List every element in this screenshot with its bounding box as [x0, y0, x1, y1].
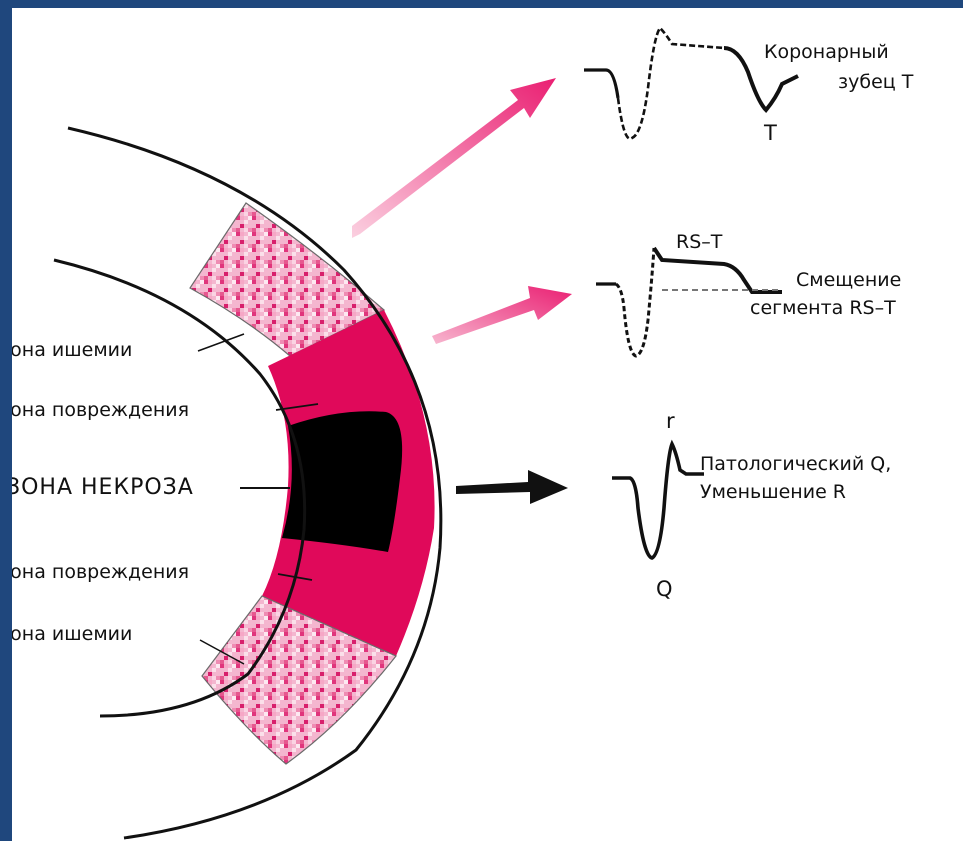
letter-q: Q: [656, 577, 673, 601]
label-injury-bottom: Зона повреждения: [12, 561, 189, 583]
caption-q-wave-2: Уменьшение R: [700, 481, 846, 503]
arrow-to-st-shift: [432, 286, 572, 344]
label-necrosis: ЗОНА НЕКРОЗА: [12, 475, 194, 500]
arrow-to-t-wave: [352, 78, 556, 238]
label-ischemia-bottom: Зона ишемии: [12, 623, 132, 645]
caption-q-wave-1: Патологический Q,: [700, 453, 891, 475]
caption-t-wave-1: Коронарный: [764, 41, 889, 63]
arrow-to-q-wave: [456, 470, 568, 504]
myocardial-zones-diagram: Зона ишемии Зона повреждения ЗОНА НЕКРОЗ…: [12, 8, 963, 841]
label-ischemia-top: Зона ишемии: [12, 339, 132, 361]
ecg-st-shift: RS–T Смещение сегмента RS–T: [596, 231, 901, 356]
letter-r: r: [666, 409, 675, 433]
slide: Зона ишемии Зона повреждения ЗОНА НЕКРОЗ…: [12, 8, 963, 841]
letter-t: Т: [763, 121, 777, 145]
label-rs-t-top: RS–T: [676, 231, 723, 253]
ecg-t-wave: Коронарный зубец Т Т: [584, 28, 914, 145]
necrosis-zone: [282, 411, 402, 552]
caption-t-wave-2: зубец Т: [838, 71, 914, 93]
caption-st-shift-1: Смещение: [796, 269, 901, 291]
caption-st-shift-2: сегмента RS–T: [750, 297, 896, 319]
label-injury-top: Зона повреждения: [12, 399, 189, 421]
ecg-q-wave: r Q Патологический Q, Уменьшение R: [612, 409, 891, 601]
